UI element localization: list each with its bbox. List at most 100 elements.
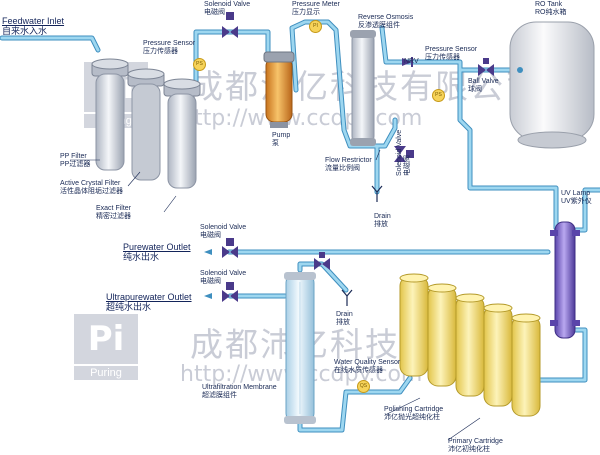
label-crystal-filter: Active Crystal Filter 活性晶体阻垢过滤器 [60,180,123,196]
label-en: Solenoid Valve [200,270,247,277]
watermark-url-top: http://www.ccdpy.com [180,106,423,131]
label-zh: 流量比例阀 [325,165,360,172]
label-en: Drain [336,311,353,318]
label-exact-filter: Exact Filter 精密过滤器 [96,205,131,221]
pipes [0,19,600,433]
label-en: Water Quality Sensor [334,359,401,366]
water-quality-sensor-badge: QS [357,380,370,393]
watermark-logo-word: Puring [74,366,138,380]
label-zh: 超纯水出水 [106,302,152,312]
label-zh: 精密过滤器 [96,213,131,220]
label-en: Flow Restrictor [325,157,372,164]
label-zh: 电磁阀 [200,232,221,239]
label-uv-lamp: UV Lamp UV紫外仪 [561,190,592,206]
purewater-arrow [204,249,212,255]
label-ball-valve: Ball Valve 球阀 [468,78,499,94]
exact-filter [163,78,201,189]
label-zh: 压力传感器 [425,54,460,61]
label-en: Ball Valve [468,78,499,85]
label-uf-membrane: Ultrafiltration Membrane 超滤膜组件 [202,384,277,400]
ball-valve[interactable] [478,58,494,76]
label-en: Pressure Meter [292,1,340,8]
label-pump: Pump 泵 [272,132,290,148]
label-zh: 球阀 [468,86,482,93]
label-zh: 压力传感器 [143,48,178,55]
label-reverse-osmosis: Reverse Osmosis 反渗透膜组件 [358,14,413,30]
solenoid-valve-vertical[interactable] [394,146,414,162]
label-solenoid-low: Solenoid Valve 电磁阀 [200,270,246,286]
label-solenoid-top: Solenoid Valve 电磁阀 [204,1,250,17]
label-en: Pump [272,132,291,139]
label-pressure-meter: Pressure Meter 压力显示 [292,1,340,17]
label-zh: 超滤膜组件 [202,392,237,399]
label-zh: 电磁阀 [204,9,225,16]
cartridge-group [399,273,541,417]
pipe-uf-bottom [297,375,413,433]
label-zh: 沛亿抛光超纯化柱 [384,414,440,421]
label-zh: RO纯水箱 [535,9,567,16]
label-en: RO Tank [535,1,563,8]
label-en: PP Filter [60,153,87,160]
crystal-filter [127,68,165,181]
label-purewater-outlet: Purewater Outlet 纯水出水 [123,242,191,262]
label-en: Active Crystal Filter [60,180,121,187]
label-zh: 反渗透膜组件 [358,22,400,29]
label-zh: 纯水出水 [123,252,160,262]
ultrapure-arrow [204,293,212,299]
label-en: Polishing Cartridge [384,406,444,413]
label-solenoid-vertical: Solenoid Valve 电磁阀 [396,130,412,176]
label-zh: 排放 [336,319,350,326]
label-solenoid-mid: Solenoid Valve 电磁阀 [200,224,246,240]
ro-membrane [350,30,376,146]
label-zh: PP过滤器 [60,161,91,168]
label-en: Solenoid Valve [204,1,251,8]
leader-lines [70,149,481,441]
label-zh: 沛亿初纯化柱 [448,446,490,453]
label-en: UV Lamp [561,190,591,197]
label-en: Exact Filter [96,205,132,212]
pressure-sensor-badge-1: PS [193,58,206,71]
label-pp-filter: PP Filter PP过滤器 [60,153,90,169]
pipe-feed [0,35,101,53]
pump [263,51,295,128]
prefilter-group [91,58,201,189]
pp-filter [91,58,129,171]
drain-valve[interactable] [314,252,330,270]
label-en: Ultrapurewater Outlet [106,292,192,302]
uf-membrane [284,272,316,424]
label-en: Feedwater Inlet [2,16,65,26]
label-water-quality-sensor: Water Quality Sensor 在线水质传感器 [334,359,400,375]
watermark-logo-bottom: Pi Puring [74,314,138,384]
drain-arrow-1 [371,185,383,202]
label-zh: 电磁阀 [200,278,221,285]
label-drain-2: Drain 排放 [336,311,353,327]
ro-tank [509,21,595,149]
pressure-sensor-badge-2: PS [432,89,445,102]
label-flow-restrictor: Flow Restrictor 流量比例阀 [325,157,372,173]
nrv-valve[interactable] [402,57,413,67]
label-ro-tank: RO Tank RO纯水箱 [535,1,567,17]
label-en: Drain [374,213,391,220]
solenoid-valve-mid[interactable] [222,238,238,258]
label-primary-cartridge: Primary Cartridge 沛亿初纯化柱 [448,438,503,454]
label-zh: 压力显示 [292,9,320,16]
watermark-logo-letters: Pi [74,314,138,364]
label-zh: UV紫外仪 [561,198,592,205]
label-zh: 泵 [272,140,279,147]
solenoid-valve-low[interactable] [222,282,238,302]
label-zh: 排放 [374,221,388,228]
label-en: Pressure Sensor [143,40,196,47]
label-drain-1: Drain 排放 [374,213,391,229]
label-en: Reverse Osmosis [358,14,414,21]
label-feedwater-inlet: Feedwater Inlet 自来水入水 [2,16,64,36]
drain-arrow-2 [341,289,353,306]
label-en: Solenoid Valve [396,129,403,176]
label-en: Solenoid Valve [200,224,247,231]
pressure-meter-badge: PI [309,20,322,33]
label-en: Ultrafiltration Membrane [202,384,277,391]
solenoid-valve-top[interactable] [222,12,238,38]
label-ultrapure-outlet: Ultrapurewater Outlet 超纯水出水 [106,292,192,312]
label-polishing-cartridge: Polishing Cartridge 沛亿抛光超纯化柱 [384,406,443,422]
